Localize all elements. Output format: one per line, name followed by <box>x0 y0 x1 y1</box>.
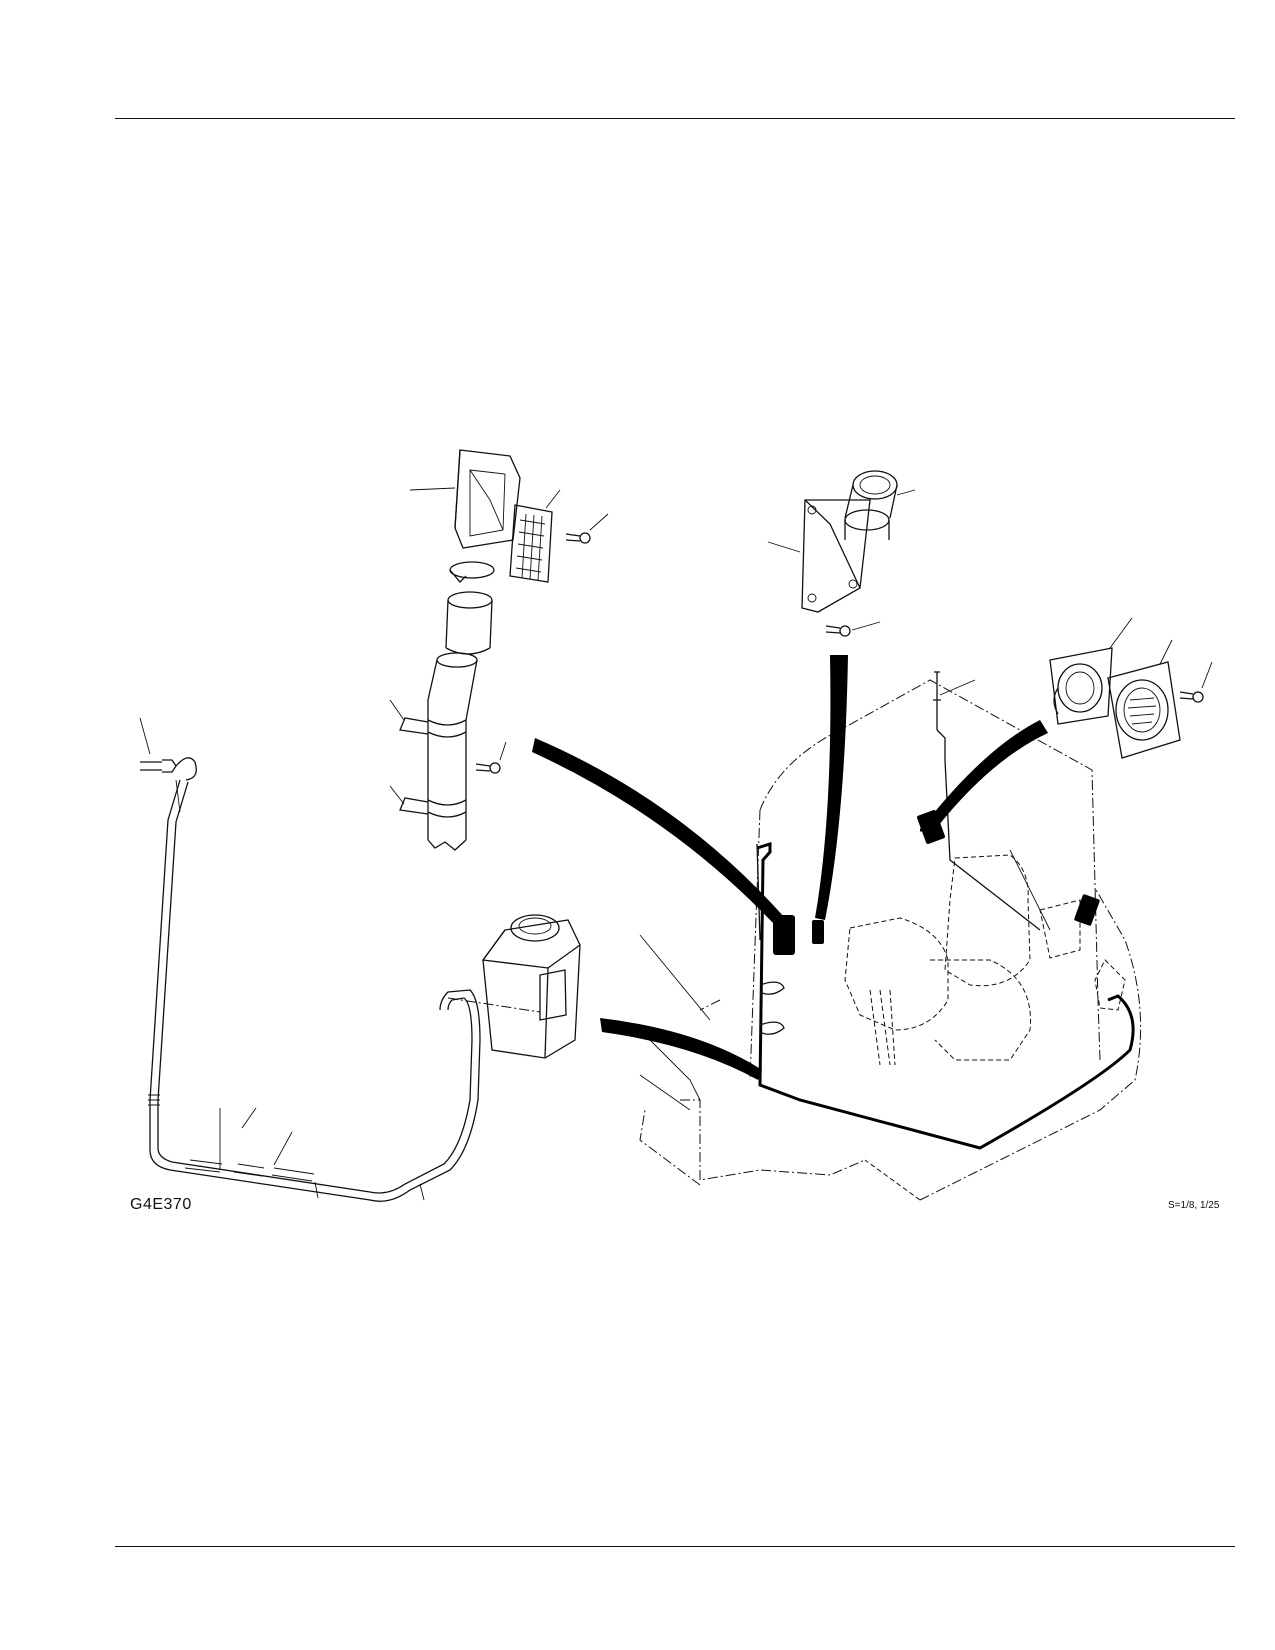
figure-code: G4E370 <box>130 1196 192 1213</box>
lighter-bracket-assembly <box>767 470 916 637</box>
wiring-harness <box>756 810 1135 1150</box>
cab-outline <box>639 679 1142 1201</box>
speaker-grille <box>1107 661 1181 759</box>
speaker-screw <box>1179 691 1204 703</box>
washer-nozzle <box>139 717 197 813</box>
washer-tank <box>447 914 581 1059</box>
header-rule <box>115 118 1235 119</box>
grille-screw <box>565 513 609 544</box>
lighter-screw <box>825 625 851 637</box>
pipe-bracket-screw <box>475 762 501 774</box>
washer-hose-assembly <box>139 717 581 1202</box>
vent-grille <box>509 504 553 583</box>
air-duct-assembly <box>389 449 609 851</box>
speaker-assembly <box>1049 617 1213 759</box>
footer-rule <box>115 1546 1235 1547</box>
lighter-knob <box>844 470 898 540</box>
callout-sweeps <box>532 655 1048 1080</box>
antenna <box>933 671 1041 931</box>
scale-note: S=1/8, 1/25 <box>1168 1200 1220 1211</box>
